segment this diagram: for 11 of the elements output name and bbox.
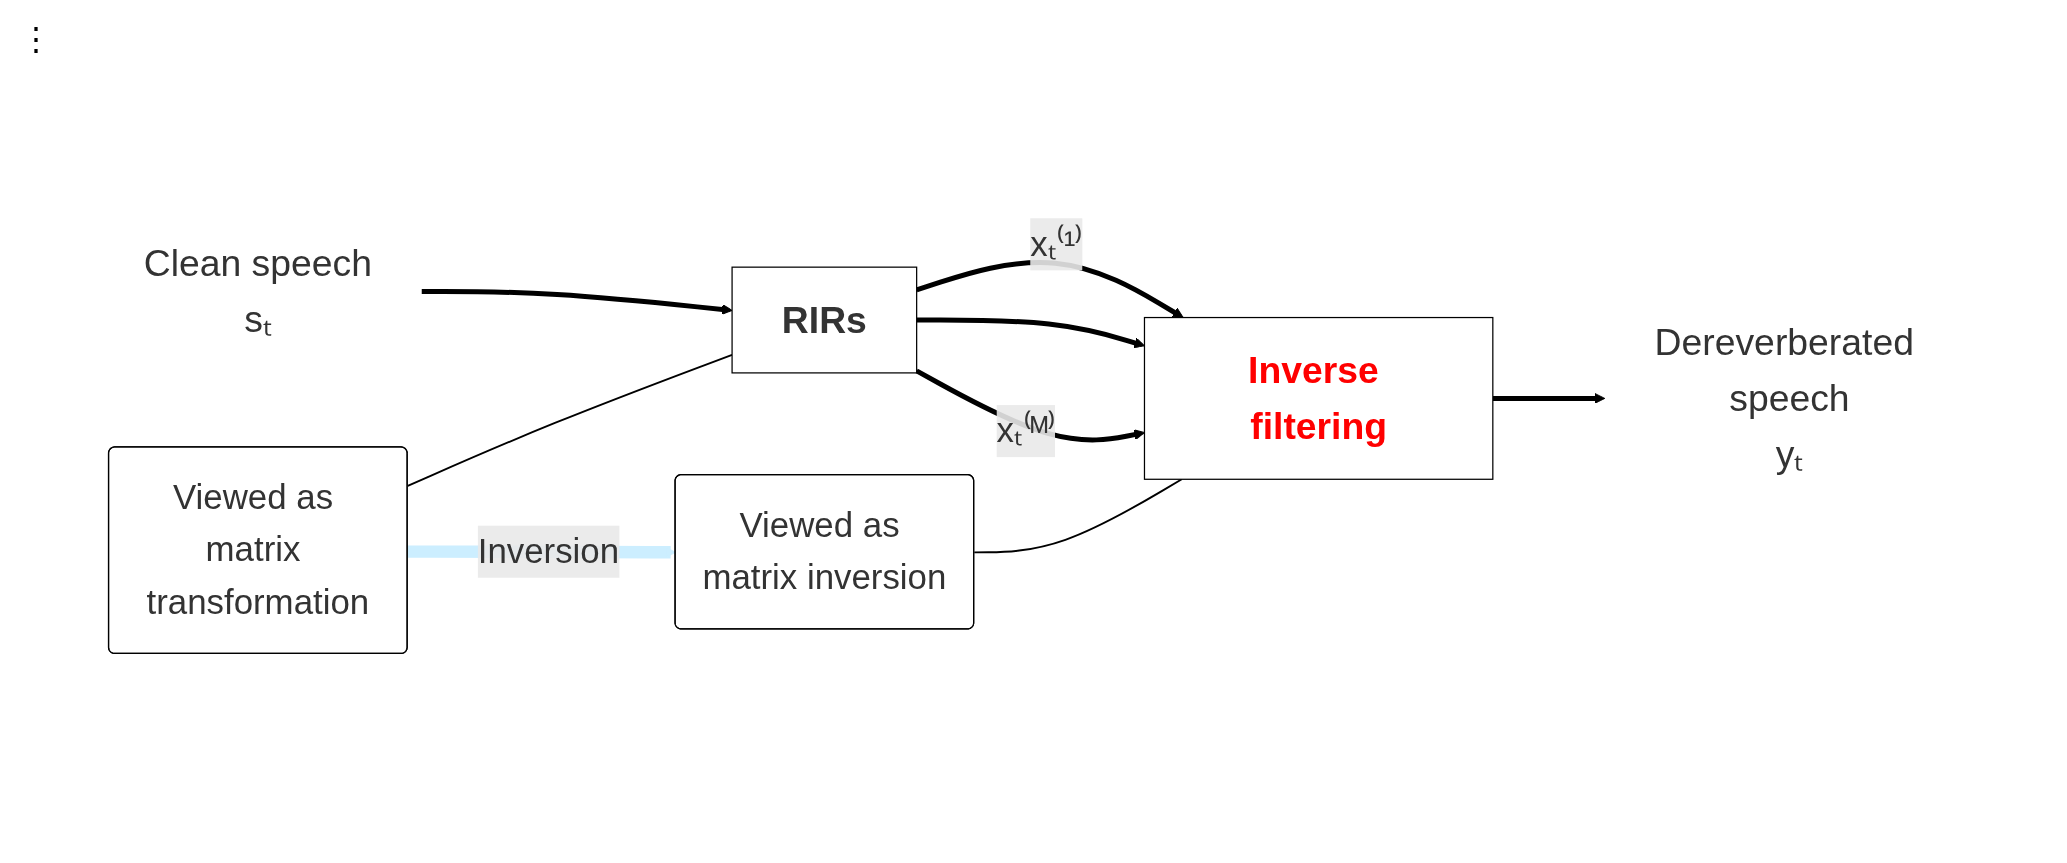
node-text: yₜ: [1775, 433, 1803, 475]
edge-label: xₜ⁽ᴹ⁾: [996, 410, 1055, 450]
node-box: [1143, 316, 1493, 480]
edge-label: xₜ⁽¹⁾: [1029, 223, 1083, 263]
node-label: Clean speech: [143, 242, 372, 284]
node-box: [730, 266, 917, 373]
arrow: [1492, 392, 1605, 404]
edge-label: Inversion: [477, 531, 619, 570]
ellipsis-mark: ⋮: [20, 20, 52, 58]
node-text: sₜ: [243, 298, 272, 340]
block-diagram: xₜ⁽¹⁾ xₜ⁽ᴹ⁾ Inversion Clean speech sₜ RIRs Inverse filtering Dereverberated speech yₜ Viewed as matrix transformation Viewed as matrix inversion: [83, 31, 1984, 832]
